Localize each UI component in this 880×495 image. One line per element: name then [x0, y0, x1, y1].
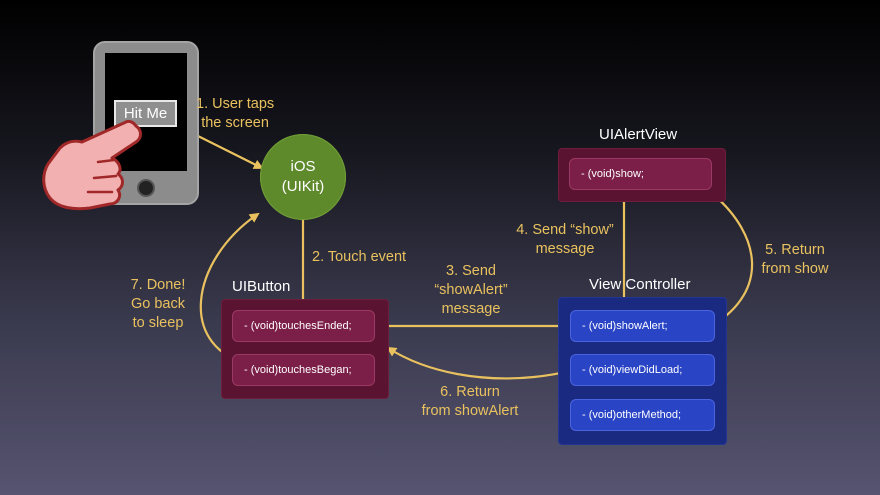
method-other-method: - (void)otherMethod;	[570, 399, 715, 431]
method-view-did-load: - (void)viewDidLoad;	[570, 354, 715, 386]
step-4-label: 4. Send “show” message	[516, 222, 614, 257]
step-7-label: 7. Done! Go back to sleep	[130, 277, 186, 331]
uibutton-title: UIButton	[232, 278, 291, 295]
ios-label: iOS	[290, 158, 316, 175]
step-5-label: 5. Return from show	[761, 242, 829, 277]
view-controller-title: View Controller	[589, 276, 691, 293]
method-show-alert: - (void)showAlert;	[570, 310, 715, 342]
uikit-label: (UIKit)	[281, 178, 325, 195]
step-6-label: 6. Return from showAlert	[421, 384, 519, 419]
step-1-label: 1. User taps the screen	[196, 96, 275, 131]
uialertview-title: UIAlertView	[599, 126, 678, 143]
view-controller-panel: - (void)showAlert; - (void)viewDidLoad; …	[558, 297, 727, 445]
ios-uikit-node: iOS (UIKit)	[260, 134, 346, 220]
method-show: - (void)show;	[569, 158, 712, 190]
step-3-label: 3. Send “showAlert” message	[434, 263, 508, 317]
arrow-step5	[710, 194, 754, 328]
home-button	[137, 179, 155, 197]
method-touches-ended: - (void)touchesEnded;	[232, 310, 375, 342]
hand-icon	[42, 119, 142, 211]
method-touches-began: - (void)touchesBegan;	[232, 354, 375, 386]
step-2-label: 2. Touch event	[312, 249, 407, 265]
uibutton-panel: - (void)touchesEnded; - (void)touchesBeg…	[221, 299, 389, 399]
uialertview-panel: - (void)show;	[558, 148, 726, 202]
